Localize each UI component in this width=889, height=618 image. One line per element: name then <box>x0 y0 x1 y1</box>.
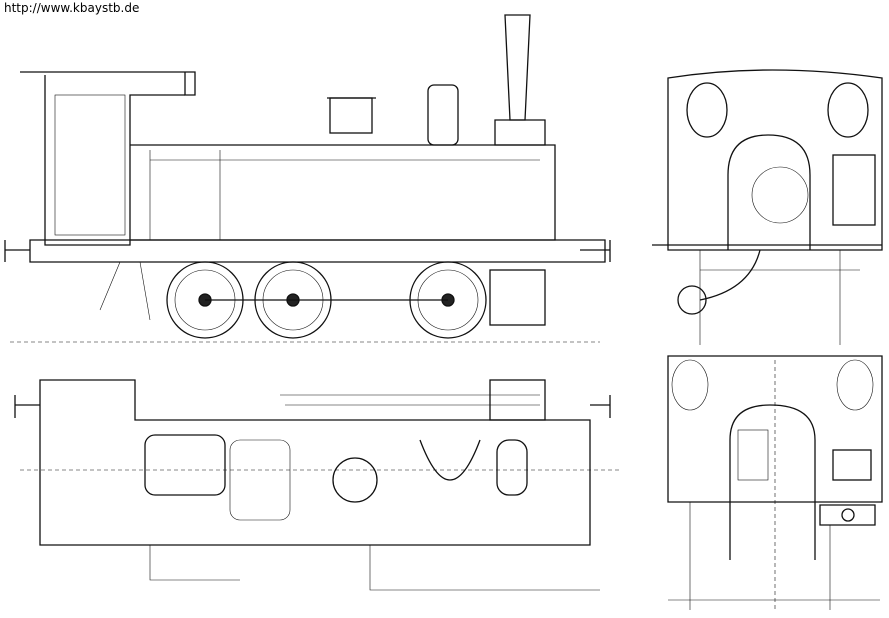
source-url: http://www.kbaystb.de <box>4 1 140 15</box>
plan-view <box>14 379 620 591</box>
rear-section-view <box>667 355 883 610</box>
side-elevation-view <box>4 14 611 343</box>
front-end-view <box>652 69 883 345</box>
